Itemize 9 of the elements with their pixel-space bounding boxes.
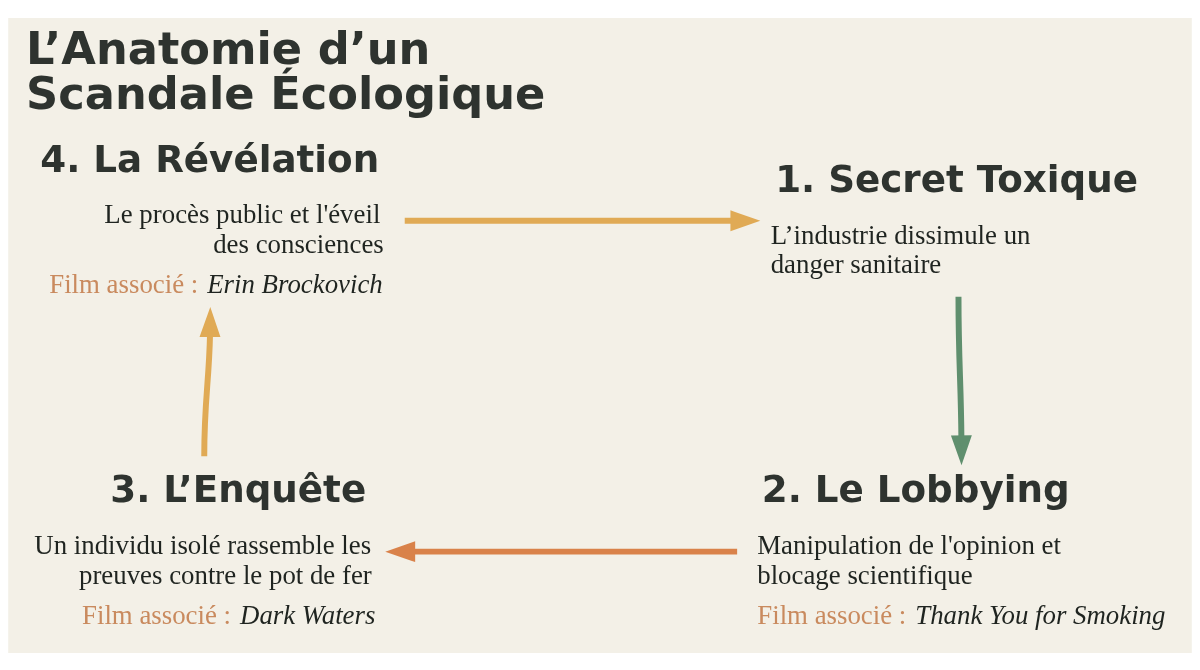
arrow: [950, 296, 972, 465]
arrow: [385, 540, 738, 562]
arrow: [199, 306, 221, 456]
node-text: 4. La Révélation Le procès public et l'éveil des consciences Film associé : Erin Brockovich: [40, 136, 384, 299]
node-text: 1. Secret Toxique L’industrie dissimule un danger sanitaire: [770, 156, 1139, 279]
node-text: 2. Le Lobbying Manipulation de l'opinion et blocage scientifique Film associé : Thank You for Smoking: [757, 466, 1166, 630]
node-text: 3. L’Enquête Un individu isolé rassemble les preuves contre le pot de fer Film associé : Dark Waters: [34, 466, 376, 630]
diagram-title: L’Anatomie d’un Scandale Écologique: [26, 21, 546, 120]
arrow: [404, 209, 761, 231]
